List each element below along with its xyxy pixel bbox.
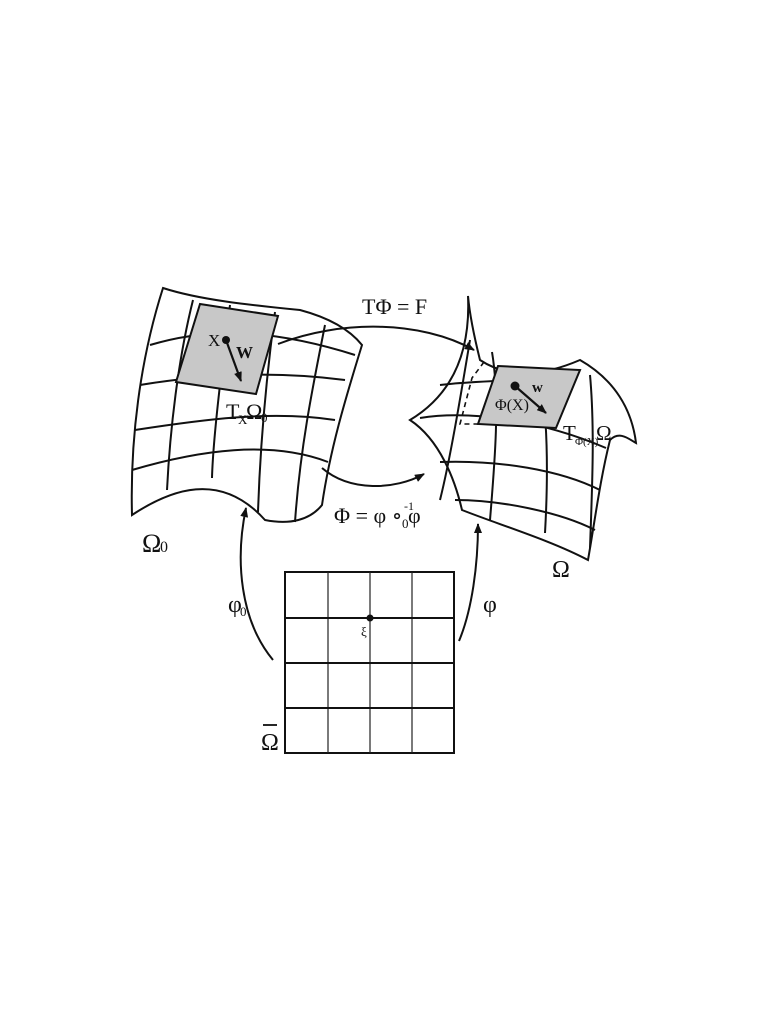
label-point-x: X (208, 331, 220, 350)
label-vector-w-right: w (532, 380, 543, 396)
surface-left-gridline (166, 299, 194, 491)
label-xi: ξ (361, 624, 367, 639)
deformed-surface-omega: w Φ(X) T Φ(X) Ω Ω (408, 295, 638, 583)
parameter-domain-grid: ξ Ω (261, 571, 455, 756)
vector-w-arrow (224, 339, 243, 382)
dashed-projection (458, 361, 485, 425)
label-phi: φ (483, 592, 497, 618)
surface-right-gridline (454, 499, 596, 531)
label-omega0-sub: 0 (160, 539, 168, 556)
label-phi-of-x: Φ(X) (495, 397, 529, 414)
label-tangent-right-sub: Φ(X) (575, 436, 599, 448)
label-omega-bar: Ω (261, 730, 279, 756)
surface-left-gridline (134, 414, 336, 431)
surface-right-gridline (489, 351, 498, 521)
label-tangent-left-sub: X (238, 412, 248, 427)
tangent-plane-left (174, 302, 280, 396)
label-tangent-right-T: T (563, 421, 576, 445)
label-deformation-map: Φ = φ ∘ φ (334, 503, 421, 528)
label-omega: Ω (552, 557, 570, 583)
surface-left-outline (130, 286, 364, 523)
label-phi0-sub: 0 (240, 604, 247, 619)
arrow-phi0 (239, 507, 274, 661)
label-tangent-left-omega-sub: 0 (261, 410, 268, 425)
surface-right-gridline (439, 460, 601, 491)
arrow-tangent-map (277, 325, 475, 351)
label-omega0: Ω (142, 529, 161, 558)
label-tangent-map: TΦ = F (362, 294, 427, 319)
surface-left-gridline (294, 324, 326, 523)
label-phi0: φ (228, 592, 242, 618)
point-xi-dot (366, 614, 374, 622)
label-tangent-left-omega: Ω (246, 399, 262, 424)
label-tangent-right-omega: Ω (596, 421, 612, 445)
label-vector-w: W (236, 343, 253, 362)
arrow-deformation-map (321, 467, 425, 488)
surface-right-gridline (439, 339, 471, 501)
mapping-arrows: TΦ = F Φ = φ ∘ φ 0 -1 φ 0 φ (228, 294, 497, 661)
vector-w-right-arrow (514, 385, 547, 414)
reference-surface-omega0: X W T X Ω 0 Ω 0 (130, 286, 364, 558)
surface-left-gridline (131, 448, 329, 471)
label-deformation-map-sub: 0 (402, 516, 409, 531)
arrow-phi (458, 523, 482, 642)
label-tangent-left-T: T (226, 399, 240, 424)
label-deformation-map-sup: -1 (404, 499, 414, 513)
surface-right-gridline (589, 374, 594, 549)
